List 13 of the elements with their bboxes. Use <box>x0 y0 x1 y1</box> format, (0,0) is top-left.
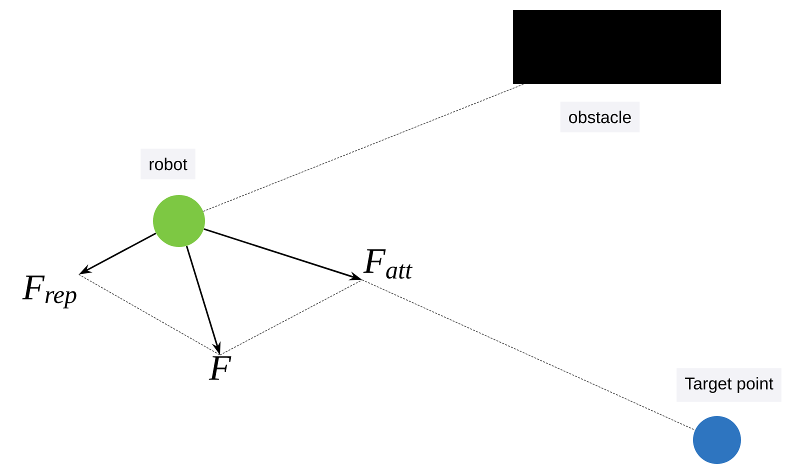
dotted-line <box>202 84 524 212</box>
dotted-line <box>220 280 363 356</box>
dotted-line <box>362 280 696 430</box>
obstacle-block <box>513 10 721 84</box>
dotted-line <box>78 274 220 356</box>
force-label: F$_{att}$ <box>363 249 413 279</box>
circle-marker <box>693 416 741 464</box>
force-label: F <box>208 356 232 380</box>
text-label: robot <box>140 148 196 180</box>
text-label: obstacle <box>560 102 640 132</box>
text-label: Target point <box>676 368 782 402</box>
force-label: F$_{rep}$ <box>22 276 76 308</box>
circle-marker <box>153 195 205 247</box>
